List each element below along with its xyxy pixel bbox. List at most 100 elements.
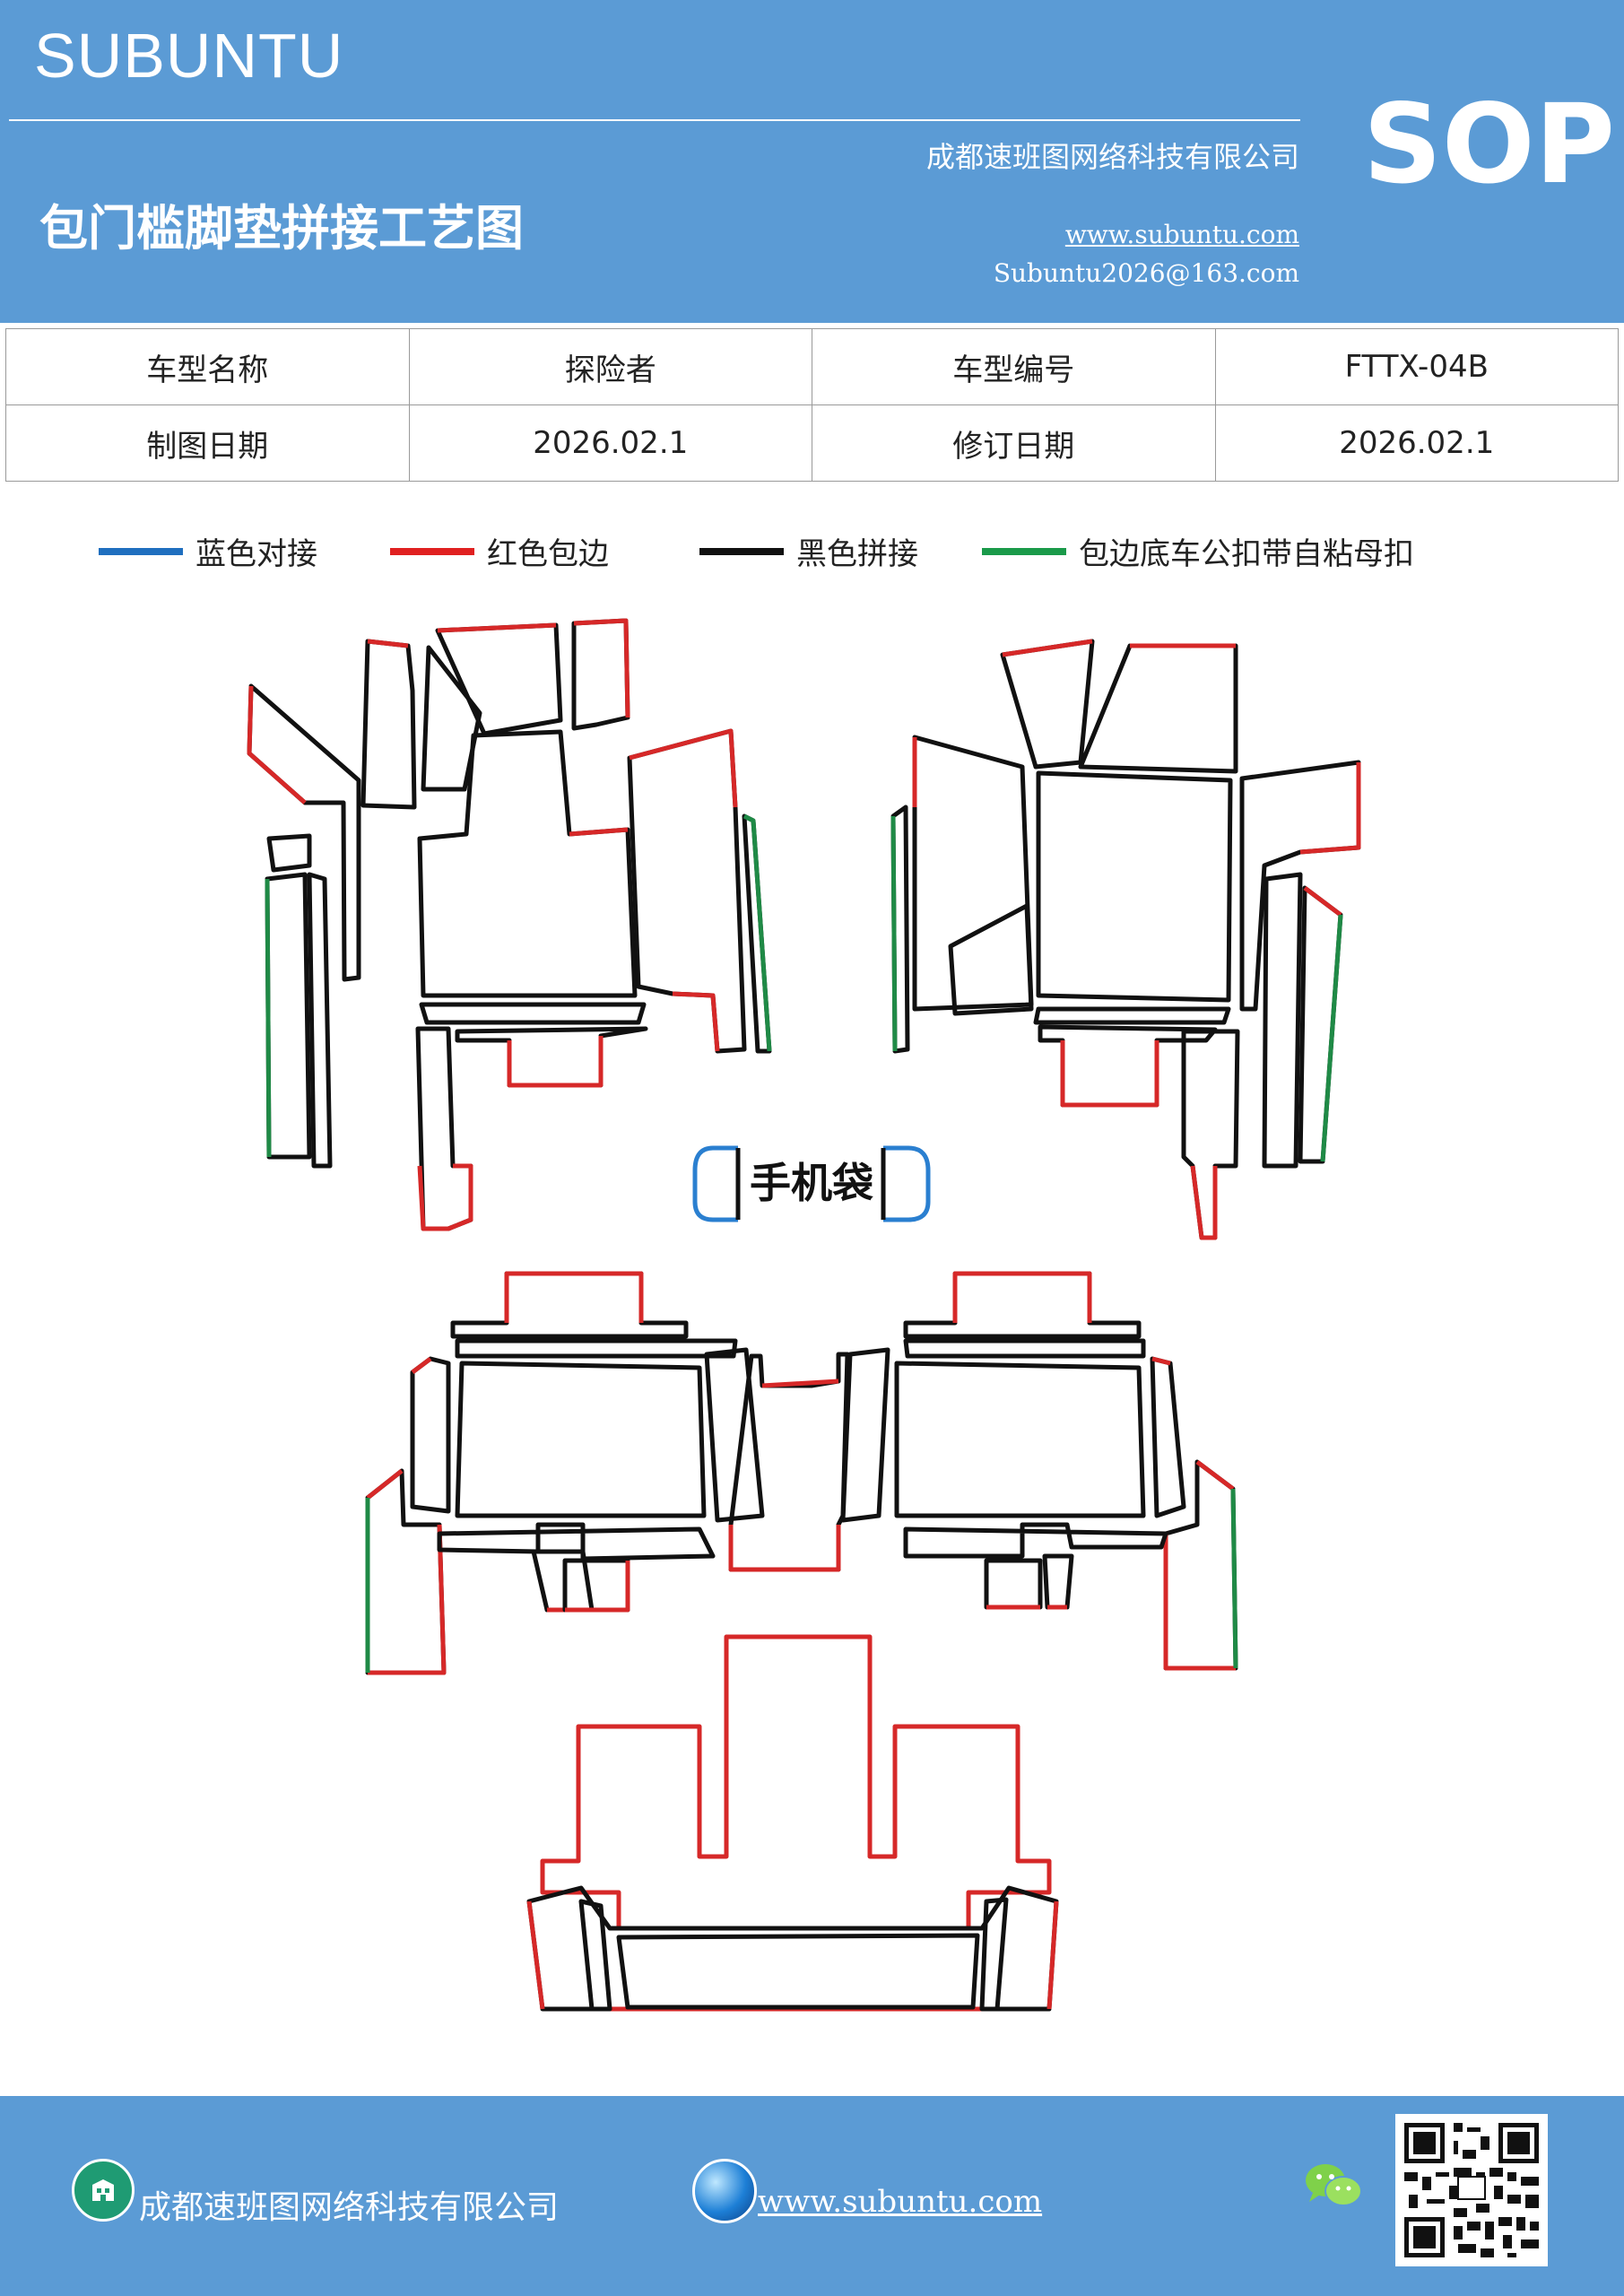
mat-piece — [1038, 1024, 1218, 1108]
mat-piece — [410, 1356, 451, 1514]
mat-piece — [1042, 1553, 1074, 1610]
header-divider — [9, 119, 1300, 121]
mat-piece — [455, 1361, 707, 1518]
mat-splice-diagram: 手机袋 — [247, 618, 1361, 2012]
legend-label: 红色包边 — [487, 536, 609, 572]
mat-edge-red — [366, 1469, 447, 1675]
second-row-right-mat-group — [840, 1271, 1238, 1671]
legend-item-red: 红色包边 — [390, 529, 609, 573]
mat-piece — [903, 1271, 1142, 1339]
mat-edge-red — [367, 639, 409, 648]
table-cell: 车型名称 — [5, 328, 410, 405]
mat-piece — [1000, 639, 1095, 770]
mat-edge-red — [1190, 1165, 1218, 1240]
sop-badge: SOP — [1363, 81, 1615, 208]
mat-edge-red — [411, 1357, 432, 1374]
header-website-link[interactable]: www.subuntu.com — [1064, 220, 1299, 249]
phone-pocket-bracket-right — [883, 1145, 931, 1222]
mat-piece — [1181, 1029, 1240, 1240]
header-email: Subuntu2026@163.com — [993, 258, 1299, 288]
second-row-left-mat-group — [365, 1271, 850, 1675]
mat-piece — [455, 1338, 738, 1359]
footer-company: 成都速班图网络科技有限公司 — [139, 2189, 560, 2226]
mat-edge-red — [728, 1378, 841, 1572]
table-cell: 2026.02.1 — [1214, 404, 1619, 482]
phone-pocket: 手机袋 — [692, 1145, 931, 1222]
mat-piece — [415, 1026, 473, 1231]
mat-piece — [578, 1899, 612, 2012]
mat-edge-green — [1230, 1488, 1238, 1669]
brand-name: SUBUNTU — [34, 21, 344, 91]
mat-piece — [616, 1933, 980, 2010]
third-row-mat-group — [526, 1634, 1059, 2012]
wechat-icon[interactable] — [1302, 2159, 1365, 2213]
mat-piece — [627, 728, 747, 1054]
mat-piece — [562, 1558, 630, 1613]
building-icon-glyph — [92, 2179, 114, 2201]
mat-edge-red — [247, 685, 307, 804]
header-banner: SUBUNTU SOP 成都速班图网络科技有限公司 包门槛脚垫拼接工艺图 www… — [0, 0, 1624, 323]
mat-edge-red — [952, 1271, 1092, 1323]
mat-piece — [450, 1271, 689, 1339]
legend-item-green: 包边底车公扣带自粘母扣 — [982, 529, 1414, 573]
mat-edge-red — [569, 827, 629, 837]
legend-swatch — [699, 547, 784, 555]
mat-piece — [1150, 1356, 1186, 1518]
legend: 蓝色对接 红色包边 黑色拼接 包边底车公扣带自粘母扣 — [0, 529, 1624, 574]
mat-piece — [571, 618, 630, 731]
mat-edge-red — [565, 1561, 630, 1613]
legend-swatch — [99, 547, 183, 555]
legend-item-blue: 蓝色对接 — [99, 529, 317, 573]
table-row: 制图日期 2026.02.1 修订日期 2026.02.1 — [5, 404, 1619, 482]
mat-edge-red — [417, 1163, 473, 1231]
mat-edge-red — [1060, 1040, 1159, 1108]
mat-piece — [455, 1026, 648, 1088]
mat-edge-red — [1303, 886, 1342, 917]
mat-piece — [437, 1522, 716, 1561]
mat-piece — [360, 639, 417, 810]
mat-piece — [1078, 643, 1238, 774]
mat-piece — [728, 1352, 850, 1572]
table-cell: 修订日期 — [812, 404, 1216, 482]
mat-edge-green — [743, 813, 772, 1052]
qr-code — [1395, 2114, 1548, 2266]
mat-edge-red — [573, 618, 630, 718]
table-row: 车型名称 探险者 车型编号 FTTX-04B — [5, 328, 1619, 405]
mat-edge-red — [437, 622, 557, 633]
mat-piece — [417, 729, 638, 998]
mat-edge-red — [1299, 762, 1361, 855]
mat-piece — [894, 1361, 1146, 1518]
front-left-mat-group — [247, 618, 772, 1231]
mat-piece — [1036, 770, 1233, 1003]
legend-label: 黑色拼接 — [796, 536, 918, 572]
mat-piece — [365, 1468, 447, 1675]
legend-swatch — [982, 547, 1066, 555]
mat-piece — [840, 1347, 890, 1523]
mat-piece — [1163, 1459, 1238, 1671]
page-title: 包门槛脚垫拼接工艺图 — [39, 200, 524, 257]
mat-piece — [1262, 872, 1303, 1169]
building-icon — [72, 2159, 135, 2222]
mat-piece — [265, 872, 312, 1160]
mat-piece — [704, 1347, 765, 1523]
mat-edge-green — [265, 878, 272, 1158]
phone-pocket-label: 手机袋 — [750, 1159, 873, 1207]
mat-piece — [307, 872, 333, 1169]
footer-website-link[interactable]: www.subuntu.com — [758, 2184, 1043, 2220]
mat-piece — [984, 1558, 1043, 1610]
phone-pocket-bracket-left — [692, 1145, 738, 1222]
legend-item-black: 黑色拼接 — [699, 529, 918, 573]
table-cell: FTTX-04B — [1214, 328, 1619, 405]
table-cell: 2026.02.1 — [408, 404, 812, 482]
legend-label: 蓝色对接 — [195, 536, 317, 572]
mat-piece — [266, 833, 312, 873]
mat-piece — [948, 903, 1034, 1016]
table-cell: 车型编号 — [812, 328, 1216, 405]
front-right-mat-group — [890, 639, 1361, 1240]
legend-label: 包边底车公扣带自粘母扣 — [1079, 536, 1414, 572]
vehicle-info-table: 车型名称 探险者 车型编号 FTTX-04B 制图日期 2026.02.1 修订… — [5, 328, 1619, 482]
table-cell: 探险者 — [408, 328, 812, 405]
globe-icon — [692, 2159, 757, 2223]
mat-edge-red — [1002, 639, 1093, 657]
mat-piece — [903, 1522, 1168, 1559]
